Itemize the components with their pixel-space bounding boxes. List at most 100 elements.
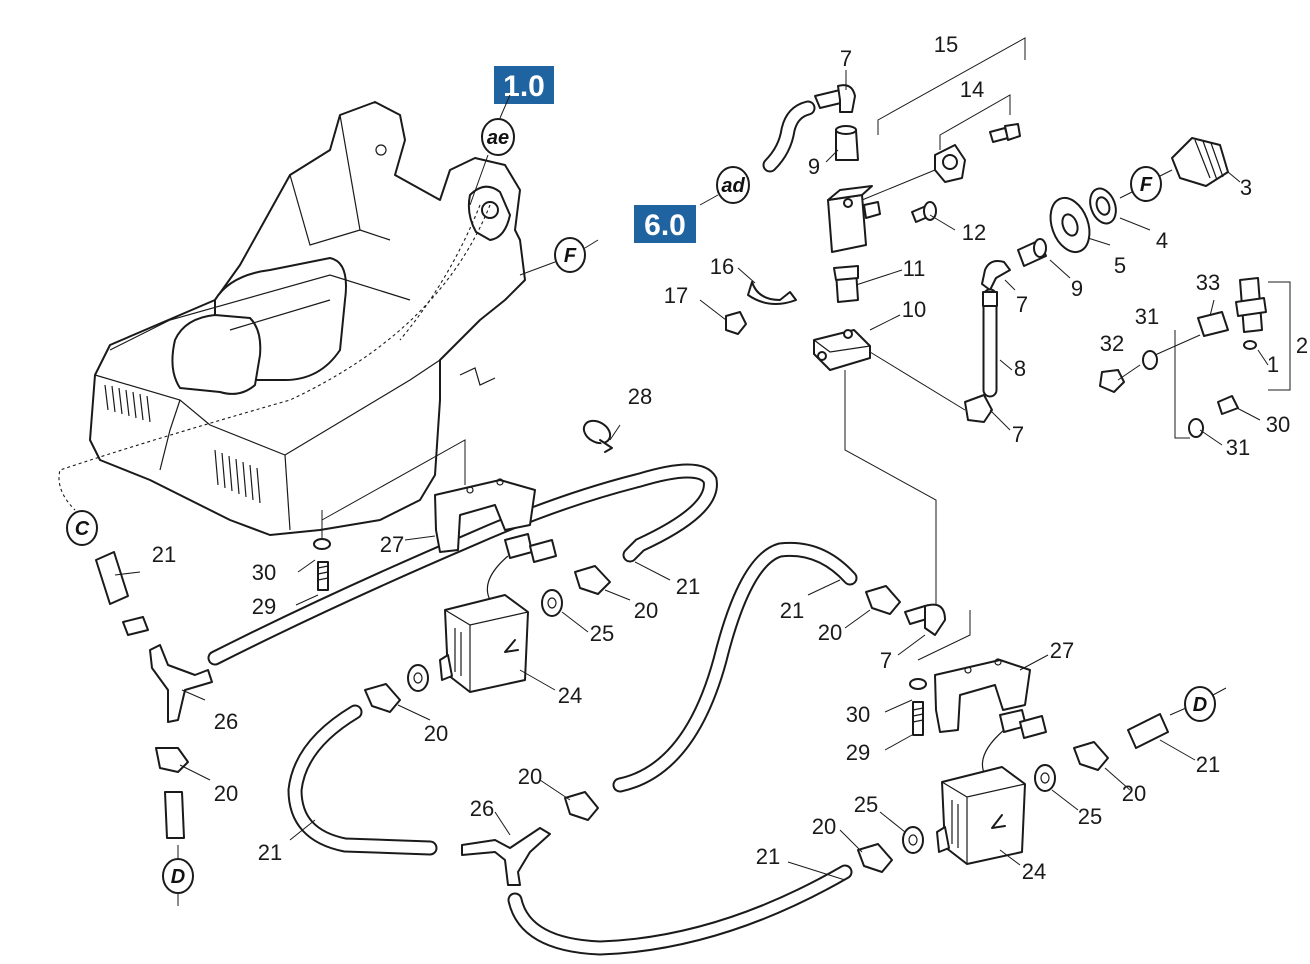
part-label-29: 29: [252, 594, 276, 619]
part-label-21: 21: [152, 542, 176, 567]
part-label-16: 16: [710, 254, 734, 279]
washer-30-left: [313, 538, 331, 550]
nipple-9-top: [835, 125, 859, 161]
part-label-25: 25: [590, 621, 614, 646]
valve-block-15: [827, 185, 881, 253]
svg-text:C: C: [75, 518, 90, 540]
svg-text:1.0: 1.0: [503, 70, 545, 103]
part-label-7: 7: [1012, 422, 1024, 447]
ref-circle-c[interactable]: C: [66, 510, 98, 546]
bracket-27-left: [434, 478, 536, 553]
part-label-21: 21: [780, 598, 804, 623]
part-label-21: 21: [1196, 752, 1220, 777]
part-label-30: 30: [846, 702, 870, 727]
bracket-27-right: [934, 658, 1031, 733]
screw-29-right: [912, 701, 924, 736]
part-label-27: 27: [380, 532, 404, 557]
quick-coupling-3: [1171, 137, 1229, 187]
elbow-fitting-7-top: [814, 84, 856, 113]
ref-circle-f-right[interactable]: F: [1119, 166, 1173, 202]
part-label-20: 20: [518, 764, 542, 789]
part-label-2: 2: [1296, 333, 1308, 358]
nipple-11: [833, 265, 859, 303]
elbow-fitting-7-right: [981, 260, 1011, 291]
elbow-fitting-7-bottom: [904, 603, 946, 636]
grommets-25: [407, 589, 1056, 854]
part-label-20: 20: [214, 781, 238, 806]
part-label-28: 28: [628, 384, 652, 409]
bracket-lines-15-14: [877, 37, 1291, 439]
part-label-20: 20: [812, 814, 836, 839]
part-label-20: 20: [424, 721, 448, 746]
part-label-7: 7: [1016, 292, 1028, 317]
part-label-33: 33: [1196, 270, 1220, 295]
leaders-upper: [699, 70, 1269, 605]
part-label-30: 30: [252, 560, 276, 585]
section-badge-6-0[interactable]: 6.0: [634, 205, 696, 243]
hose-8: [982, 288, 998, 398]
ref-circle-f-left[interactable]: F: [519, 237, 599, 276]
dashed-link-ae2: [399, 204, 481, 341]
part-label-10: 10: [902, 297, 926, 322]
part-label-29: 29: [846, 740, 870, 765]
distribution-block-10: [813, 329, 871, 371]
part-label-20: 20: [634, 598, 658, 623]
part-label-5: 5: [1114, 253, 1126, 278]
machine-housing: [89, 101, 526, 536]
ref-circle-ae[interactable]: ae: [469, 94, 515, 206]
screw-14: [989, 123, 1021, 143]
part-label-20: 20: [1122, 781, 1146, 806]
section-badge-1-0[interactable]: 1.0: [494, 66, 554, 104]
part-label-7: 7: [880, 648, 892, 673]
part-label-30: 30: [1266, 412, 1290, 437]
ref-circle-ad[interactable]: ad: [699, 166, 750, 206]
washer-4: [1089, 187, 1117, 225]
part-label-3: 3: [1240, 175, 1252, 200]
vent-grille-right: [214, 449, 261, 504]
washer-30-right: [909, 678, 927, 690]
part-label-25: 25: [1078, 804, 1102, 829]
part-label-32: 32: [1100, 331, 1124, 356]
part-label-8: 8: [1014, 356, 1026, 381]
hoses-21: [95, 463, 1169, 956]
clip-33: [1197, 311, 1229, 337]
screw-29-left: [317, 561, 329, 591]
part-label-11: 11: [903, 256, 926, 281]
svg-text:6.0: 6.0: [644, 209, 686, 242]
part-label-24: 24: [1022, 859, 1046, 884]
y-piece-26-left: [149, 644, 213, 723]
band-clamp-28: [582, 419, 613, 453]
svg-text:F: F: [564, 245, 577, 267]
washer-31-top: [1142, 350, 1158, 370]
part-label-31: 31: [1226, 435, 1250, 460]
part-label-12: 12: [962, 220, 986, 245]
nut-32: [1099, 369, 1125, 393]
part-label-17: 17: [664, 283, 688, 308]
part-label-15: 15: [934, 32, 958, 57]
svg-text:ae: ae: [487, 127, 509, 149]
elbow-fitting-7-lower: [964, 394, 993, 423]
screw-12: [911, 201, 937, 223]
ref-circle-d-right[interactable]: D: [1169, 686, 1227, 722]
small-connector: [122, 616, 149, 636]
hose-clamps-20: [155, 565, 1109, 873]
leaders-lower: [114, 424, 1196, 881]
svg-text:ad: ad: [721, 175, 745, 197]
part-label-7: 7: [840, 46, 852, 71]
wire-connectors: [486, 533, 1047, 776]
solenoid-valve-24-right: [936, 766, 1026, 865]
part-label-9: 9: [1071, 276, 1083, 301]
knob-14: [934, 144, 966, 183]
part-label-21: 21: [676, 574, 700, 599]
svg-text:F: F: [1140, 174, 1153, 196]
washer-5: [1049, 196, 1091, 254]
part-label-21: 21: [258, 840, 282, 865]
screw-30-top: [1217, 395, 1239, 415]
solenoid-valve-24-left: [439, 594, 529, 693]
part-label-20: 20: [818, 620, 842, 645]
ref-circle-d-left[interactable]: D: [162, 845, 194, 906]
nut-17: [725, 311, 747, 335]
part-label-21: 21: [756, 844, 780, 869]
part-label-25: 25: [854, 792, 878, 817]
